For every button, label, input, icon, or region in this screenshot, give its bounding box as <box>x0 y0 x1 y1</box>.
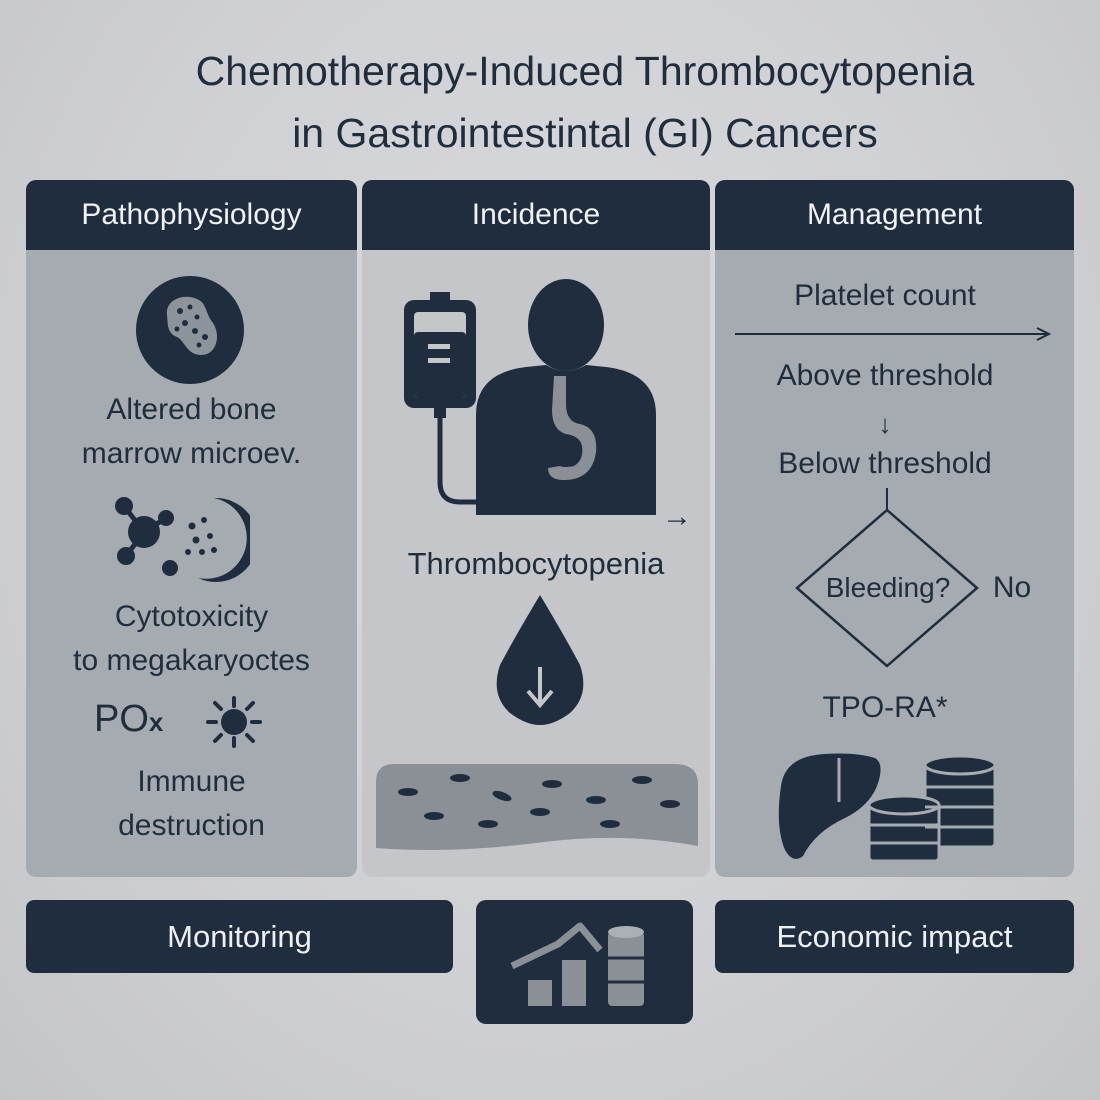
incidence-to-management-arrow: → <box>662 500 692 533</box>
intestine-tissue-icon <box>376 764 698 850</box>
bone-marrow-cell-icon <box>136 276 244 384</box>
po-subscript: x <box>148 707 164 737</box>
management-heading: Management <box>715 180 1074 250</box>
immune-destruction-text: Immune destruction <box>26 760 357 848</box>
title-line-1: Chemotherapy-Induced Thrombocytopenia <box>195 48 975 94</box>
tpo-ra-label: TPO-RA* <box>822 691 948 724</box>
incidence-panel: Incidence Thrombocytopenia <box>362 180 710 877</box>
virus-icon <box>206 696 262 748</box>
bleeding-decision-diamond <box>795 488 979 668</box>
cytotoxicity-line2: to megakaryoctes <box>73 644 310 677</box>
thrombocytopenia-label: Thrombocytopenia <box>407 546 665 581</box>
platelet-arrow <box>735 327 1052 341</box>
below-threshold-label: Below threshold <box>778 447 992 480</box>
platelet-count-label: Platelet count <box>794 279 976 312</box>
bleeding-question: Bleeding? <box>825 572 951 603</box>
pathophysiology-panel: Pathophysiology Altered bone marrow micr… <box>26 180 357 877</box>
immune-line2: destruction <box>118 809 265 842</box>
patient-silhouette-icon <box>476 279 656 515</box>
altered-bone-marrow-text: Altered bone marrow microev. <box>26 388 357 476</box>
blood-drop-icon <box>496 595 584 725</box>
po-text: PO <box>94 698 149 740</box>
altered-bone-line1: Altered bone <box>106 393 277 426</box>
page-title: Chemotherapy-Induced Thrombocytopenia in… <box>80 40 1090 164</box>
management-panel: Management Platelet count Above threshol… <box>715 180 1074 877</box>
monitoring-button[interactable]: Monitoring <box>26 900 453 973</box>
chart-tile[interactable] <box>476 900 693 1024</box>
po-label: POx <box>94 698 163 741</box>
cytotoxicity-text: Cytotoxicity to megakaryoctes <box>26 595 357 683</box>
economic-impact-button[interactable]: Economic impact <box>715 900 1074 973</box>
no-label: No <box>992 571 1032 604</box>
coin-stack-icon <box>867 755 997 863</box>
above-threshold-label: Above threshold <box>776 359 994 392</box>
incidence-heading: Incidence <box>362 180 710 250</box>
title-line-2: in Gastrointestintal (GI) Cancers <box>292 110 878 156</box>
immune-line1: Immune <box>137 765 246 798</box>
iv-bag-icon <box>404 292 480 505</box>
cytotoxicity-line1: Cytotoxicity <box>114 600 269 633</box>
pathophysiology-heading: Pathophysiology <box>26 180 357 250</box>
liver-icon <box>778 753 881 859</box>
bar-chart-icon <box>510 922 644 1006</box>
cells-cluster-icon <box>115 497 250 582</box>
stomach-icon <box>548 376 597 480</box>
down-arrow: ↓ <box>878 409 892 439</box>
altered-bone-line2: marrow microev. <box>81 437 302 470</box>
